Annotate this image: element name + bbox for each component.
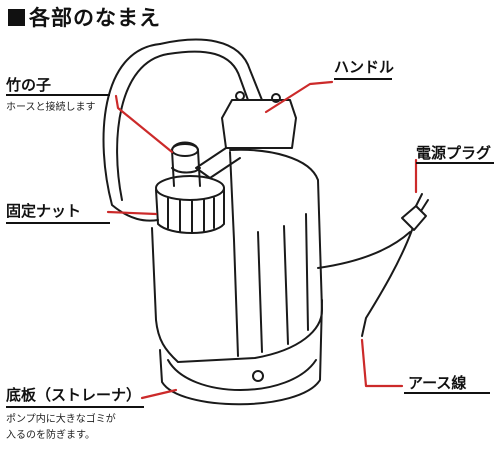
handle-screw-right [271, 93, 281, 103]
base-knob [252, 370, 264, 382]
note-base-strainer-line1: ポンプ内に大きなゴミが [6, 414, 116, 425]
label-base-strainer: 底板（ストレーナ） [6, 386, 142, 404]
power-plug [401, 205, 427, 231]
leader-nut [106, 210, 158, 216]
power-cord [317, 231, 411, 269]
label-ground-wire: アース線 [408, 374, 467, 392]
page-title: 各部のなまえ [8, 2, 161, 32]
leader-handle [264, 80, 334, 114]
handle-body [221, 99, 297, 149]
hose-top-inner [167, 50, 249, 101]
note-bamboo-shoot: ホースと接続します [6, 102, 96, 113]
handle-screw-left [235, 91, 245, 101]
plug-prongs [415, 193, 429, 212]
pump-body [151, 148, 323, 363]
label-fixing-nut: 固定ナット [6, 202, 82, 220]
title-marker [8, 8, 25, 26]
nut-top [155, 175, 225, 201]
underline-power-plug [416, 162, 494, 164]
handle-arm [195, 147, 241, 179]
label-power-plug: 電源プラグ [416, 144, 492, 162]
bamboo-shoot [171, 141, 201, 187]
underline-ground-wire [404, 392, 490, 394]
pump-rib-3 [305, 213, 309, 331]
underline-handle [334, 78, 392, 80]
note-base-strainer-line2: 入るのを防ぎます。 [6, 430, 95, 441]
underline-bamboo-shoot [6, 94, 110, 96]
underline-fixing-nut [6, 222, 110, 224]
bamboo-shoot-top [171, 143, 199, 157]
underline-base-strainer [6, 406, 144, 408]
leader-lines [106, 80, 418, 400]
nut-ridges [167, 197, 215, 234]
leader-base [140, 388, 178, 400]
pump-rib-1 [257, 231, 263, 353]
pump-rib-2 [283, 225, 289, 345]
hose-loop [102, 43, 161, 222]
ground-wire [361, 229, 413, 337]
label-handle: ハンドル [334, 58, 395, 76]
hose-loop-inner [116, 53, 169, 201]
pump-body-front [229, 151, 239, 357]
label-bamboo-shoot: 竹の子 [6, 76, 52, 94]
hose-top [159, 38, 263, 101]
title-text: 各部のなまえ [29, 6, 161, 30]
leader-bamboo [114, 94, 174, 154]
base-plate-rim [167, 359, 317, 391]
bamboo-shoot-ring [171, 167, 201, 174]
leader-ground [360, 338, 404, 388]
base-plate [159, 299, 323, 406]
